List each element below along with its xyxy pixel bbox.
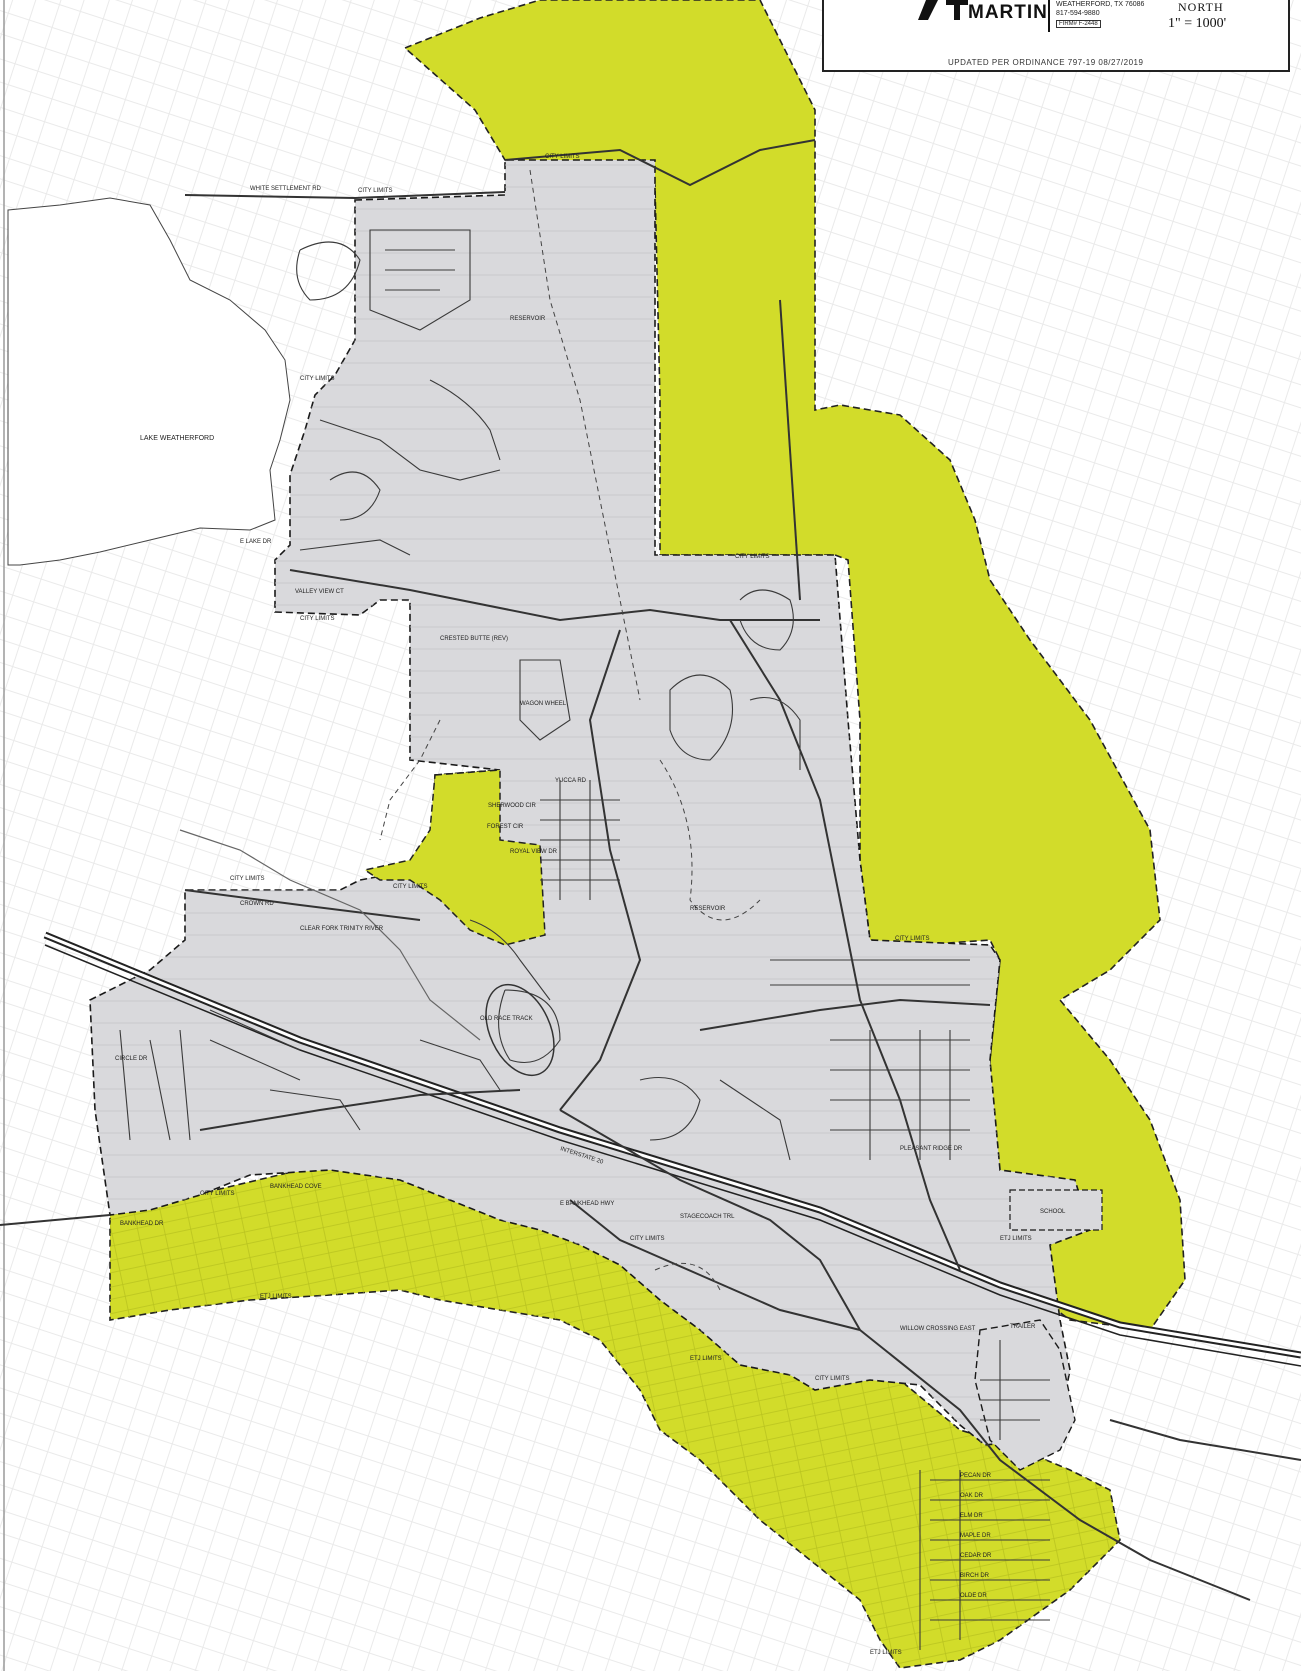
creeks (379, 169, 761, 1291)
label-white-settlement: WHITE SETTLEMENT RD (250, 186, 322, 192)
subdivision-streets (119, 229, 1050, 1650)
label-trailer: TRAILER (1010, 1324, 1036, 1330)
label-lake-weatherford: LAKE WEATHERFORD (140, 435, 214, 442)
label-clear-fork: CLEAR FORK TRINITY RIVER (300, 926, 384, 932)
label-city-limits-3: CITY LIMITS (735, 554, 770, 560)
label-bankhead-cove: BANKHEAD COVE (270, 1184, 322, 1190)
label-pleasant-ridge: PLEASANT RIDGE DR (900, 1146, 963, 1152)
label-bankhead-dr: BANKHEAD DR (120, 1221, 164, 1227)
map-scale: 1" = 1000' (1168, 16, 1227, 31)
label-wagon-wheel: WAGON WHEEL (520, 701, 567, 707)
label-valley-view: VALLEY VIEW CT (295, 589, 344, 595)
label-etj-2: ETJ LIMITS (870, 1650, 902, 1656)
major-roads (0, 139, 1301, 1601)
label-city-limits-8: CITY LIMITS (815, 1376, 850, 1382)
north-label: NORTH (1178, 0, 1224, 14)
label-city-limits-9: CITY LIMITS (200, 1191, 235, 1197)
label-reservoir: RESERVOIR (510, 316, 546, 322)
label-elm: ELM DR (960, 1513, 983, 1519)
firm-address: WEATHERFORD, TX 76086 817-594-9880 (1056, 0, 1144, 18)
label-sherwood: SHERWOOD CIR (488, 803, 537, 809)
label-birch: BIRCH DR (960, 1573, 990, 1579)
label-etj-1: ETJ LIMITS (1000, 1236, 1032, 1242)
label-yucca: YUCCA RD (555, 778, 587, 784)
address-line-2: 817-594-9880 (1056, 10, 1100, 17)
title-divider (1048, 0, 1050, 32)
firm-number: FIRM# F-2448 (1056, 20, 1101, 28)
label-city-limits-7: CITY LIMITS (630, 1236, 665, 1242)
label-e-bankhead: E BANKHEAD HWY (560, 1201, 614, 1207)
label-reservoir-2: RESERVOIR (690, 906, 726, 912)
old-race-track (485, 983, 555, 1077)
label-maple: MAPLE DR (960, 1533, 991, 1539)
firm-logo-icon (918, 0, 968, 20)
address-line-1: WEATHERFORD, TX 76086 (1056, 1, 1145, 8)
school-parcel (1009, 1189, 1103, 1231)
label-etj-4: ETJ LIMITS (260, 1294, 292, 1300)
map-labels: WHITE SETTLEMENT RD CITY LIMITS CITY LIM… (115, 154, 1066, 1656)
label-cedar: CEDAR DR (960, 1553, 992, 1559)
title-block: MARTIN WEATHERFORD, TX 76086 817-594-988… (822, 0, 1290, 72)
label-lake-dr: E LAKE DR (240, 539, 272, 545)
label-olde: OLDE DR (960, 1593, 987, 1599)
label-city-limits-11: CITY LIMITS (300, 376, 335, 382)
label-etj-3: ETJ LIMITS (690, 1356, 722, 1362)
label-city-limits-5: CITY LIMITS (230, 876, 265, 882)
label-city-limits-6: CITY LIMITS (895, 936, 930, 942)
lake-weatherford (7, 197, 291, 566)
label-city-limits-2: CITY LIMITS (545, 154, 580, 160)
label-royal-view: ROYAL VIEW DR (510, 849, 558, 855)
label-city-limits-4: CITY LIMITS (300, 616, 335, 622)
firm-name: MARTIN (968, 2, 1048, 23)
label-oak: OAK DR (960, 1493, 984, 1499)
label-school: SCHOOL (1040, 1209, 1066, 1215)
updated-note: UPDATED PER ORDINANCE 797-19 08/27/2019 (948, 58, 1144, 67)
etj-sherwood (363, 769, 546, 946)
label-stagecoach: STAGECOACH TRL (680, 1214, 735, 1220)
label-willow-crossing: WILLOW CROSSING EAST (900, 1326, 976, 1332)
label-old-race-track: OLD RACE TRACK (480, 1016, 533, 1022)
label-crested-butte: CRESTED BUTTE (REV) (440, 636, 508, 642)
clear-fork-river (179, 829, 481, 1041)
label-crown-rd: CROWN RD (240, 901, 274, 907)
label-pecan: PECAN DR (960, 1473, 992, 1479)
label-city-limits-1: CITY LIMITS (358, 188, 393, 194)
label-forest-cir: FOREST CIR (487, 824, 524, 830)
label-circle-dr: CIRCLE DR (115, 1056, 148, 1062)
label-city-limits-10: CITY LIMITS (393, 884, 428, 890)
etj-south-fill (110, 1150, 1120, 1668)
